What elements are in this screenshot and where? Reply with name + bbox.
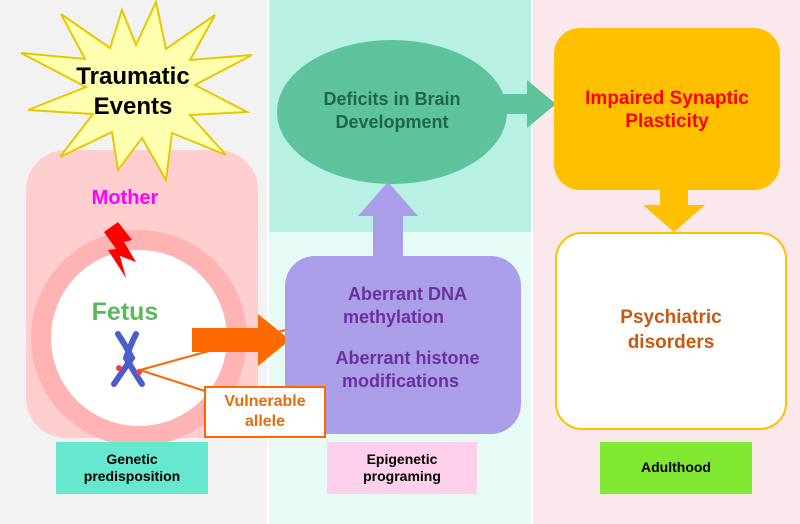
arrow-up-icon: [358, 182, 418, 258]
brain-development-text: Deficits in Brain Development: [290, 88, 494, 134]
mother-label: Mother: [91, 187, 159, 209]
genetic-line1: Genetic: [106, 450, 158, 467]
arrow-right-green-icon: [500, 80, 556, 128]
allele-line1: Vulnerable: [224, 393, 306, 410]
lightning-bolt-icon: [104, 222, 136, 278]
traumatic-events-text: Traumatic Events: [48, 62, 218, 122]
genetic-line2: predisposition: [83, 468, 181, 484]
synaptic-line1: Impaired Synaptic: [585, 88, 749, 109]
arrow-down-icon: [643, 188, 705, 232]
dna-line2: methylation: [342, 307, 444, 327]
panel-divider-right: [531, 0, 533, 524]
vulnerable-allele-box: Vulnerable allele: [204, 386, 326, 438]
epigenetic-line2: programing: [363, 468, 441, 484]
synaptic-text: Impaired Synaptic Plasticity: [556, 87, 778, 133]
synaptic-line2: Plasticity: [625, 111, 709, 132]
arrow-right-icon: [192, 314, 290, 366]
starburst-shape: [20, 0, 253, 184]
adulthood-label: Adulthood: [600, 442, 752, 494]
histone-line1: Aberrant histone: [335, 348, 480, 368]
chromosome-icon: [111, 331, 145, 387]
epigenetic-box-text: Aberrant DNA methylation Aberrant histon…: [300, 283, 515, 393]
genetic-predisposition-label: Genetic predisposition: [56, 442, 208, 494]
fetus-label: Fetus: [91, 298, 159, 326]
synaptic-box: [554, 28, 780, 190]
histone-line2: modifications: [341, 371, 459, 391]
epigenetic-box: [285, 256, 521, 434]
psych-line2: disorders: [627, 332, 715, 353]
panel-divider-left: [267, 0, 269, 524]
psych-line1: Psychiatric: [620, 307, 722, 328]
allele-line2: allele: [244, 413, 286, 430]
epigenetic-line1: Epigenetic: [366, 450, 438, 467]
traumatic-line1: Traumatic: [76, 63, 190, 90]
brain-line2: Development: [335, 112, 449, 132]
psychiatric-text: Psychiatric disorders: [556, 305, 786, 355]
allele-pointer-line: [139, 369, 209, 393]
brain-ellipse: [277, 40, 507, 184]
psychiatric-box: [555, 232, 787, 430]
epigenetic-programing-label: Epigenetic programing: [327, 442, 477, 494]
brain-line1: Deficits in Brain: [323, 89, 461, 109]
dna-line1: Aberrant DNA: [347, 284, 467, 304]
traumatic-line2: Events: [93, 93, 173, 120]
